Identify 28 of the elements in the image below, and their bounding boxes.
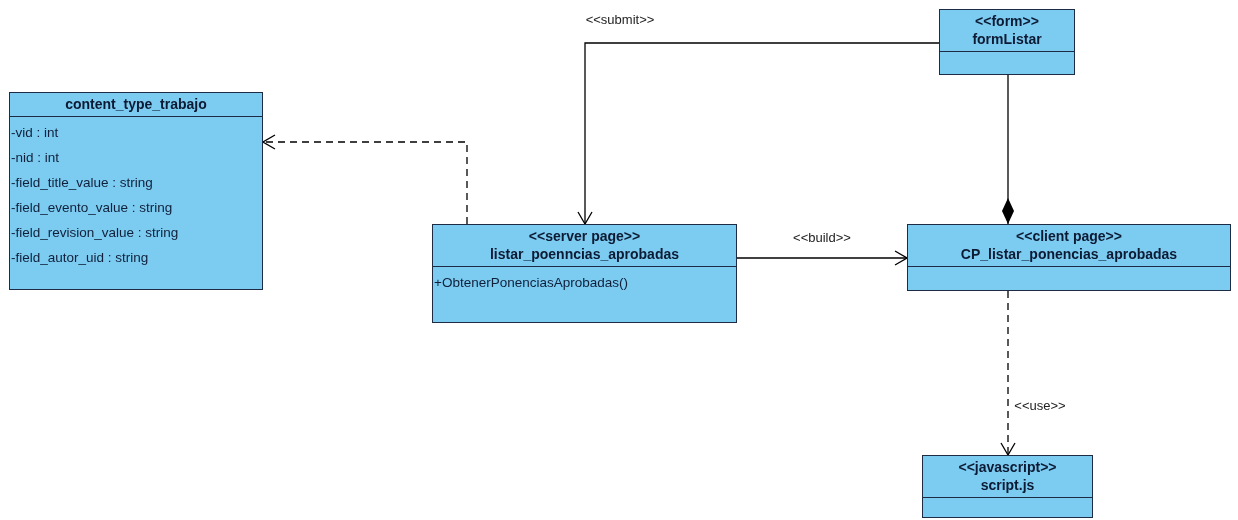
- class-member: -field_revision_value : string: [11, 224, 179, 242]
- class-box: [432, 224, 737, 323]
- class-member: -field_title_value : string: [11, 174, 153, 192]
- dependency-arrow: [262, 134, 468, 225]
- edge-label: <<submit>>: [584, 12, 656, 27]
- stereotype-label: <<form>>: [975, 12, 1039, 30]
- class-member: -nid : int: [11, 149, 60, 167]
- class-name: listar_poenncias_aprobadas: [489, 245, 680, 263]
- class-name: formListar: [972, 30, 1042, 48]
- composition-line: [1002, 74, 1014, 225]
- class-box: [939, 9, 1075, 75]
- class-member: +ObtenerPonenciasAprobadas(): [434, 274, 628, 292]
- class-name: script.js: [980, 476, 1035, 494]
- stereotype-label: <<client page>>: [1016, 227, 1122, 245]
- dependency-arrow: [1000, 290, 1016, 456]
- class-box: [922, 455, 1093, 518]
- stereotype-label: <<javascript>>: [958, 458, 1057, 476]
- class-box: [9, 92, 263, 290]
- stereotype-label: <<server page>>: [528, 227, 641, 245]
- class-name: content_type_trabajo: [65, 95, 207, 113]
- class-member: -field_evento_value : string: [11, 199, 173, 217]
- arrow: [736, 250, 908, 266]
- class-box: [907, 224, 1231, 291]
- edge-label: <<build>>: [792, 230, 852, 245]
- arrow: [577, 42, 940, 225]
- class-member: -vid : int: [11, 124, 59, 142]
- class-member: -field_autor_uid : string: [11, 249, 149, 267]
- class-name: CP_listar_ponencias_aprobadas: [960, 245, 1178, 263]
